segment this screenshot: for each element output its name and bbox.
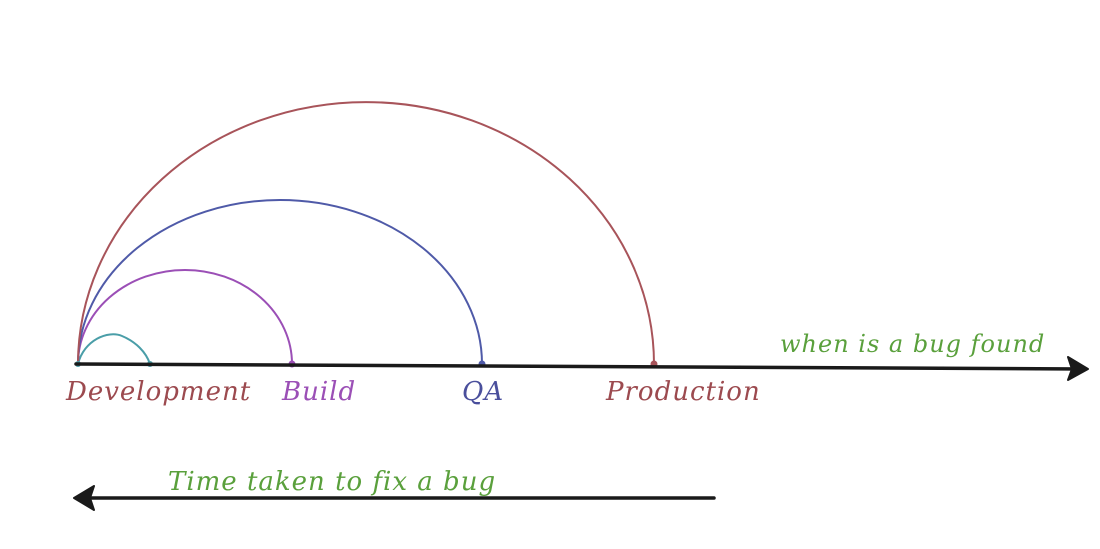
arc-to-build (77, 269, 293, 365)
found-axis-arrowhead (1067, 356, 1089, 381)
arc-to-production (77, 101, 655, 365)
label-qa: QA (462, 377, 504, 407)
label-production: Production (605, 377, 761, 407)
arc-to-development (77, 333, 151, 365)
found-axis-label: when is a bug found (780, 330, 1045, 358)
label-development: Development (65, 377, 251, 407)
arc-to-qa (77, 199, 483, 365)
found-axis-line (74, 362, 1084, 371)
fix-axis-label: Time taken to fix a bug (168, 467, 496, 497)
label-build: Build (281, 377, 356, 407)
fix-axis-arrowhead (73, 485, 95, 511)
